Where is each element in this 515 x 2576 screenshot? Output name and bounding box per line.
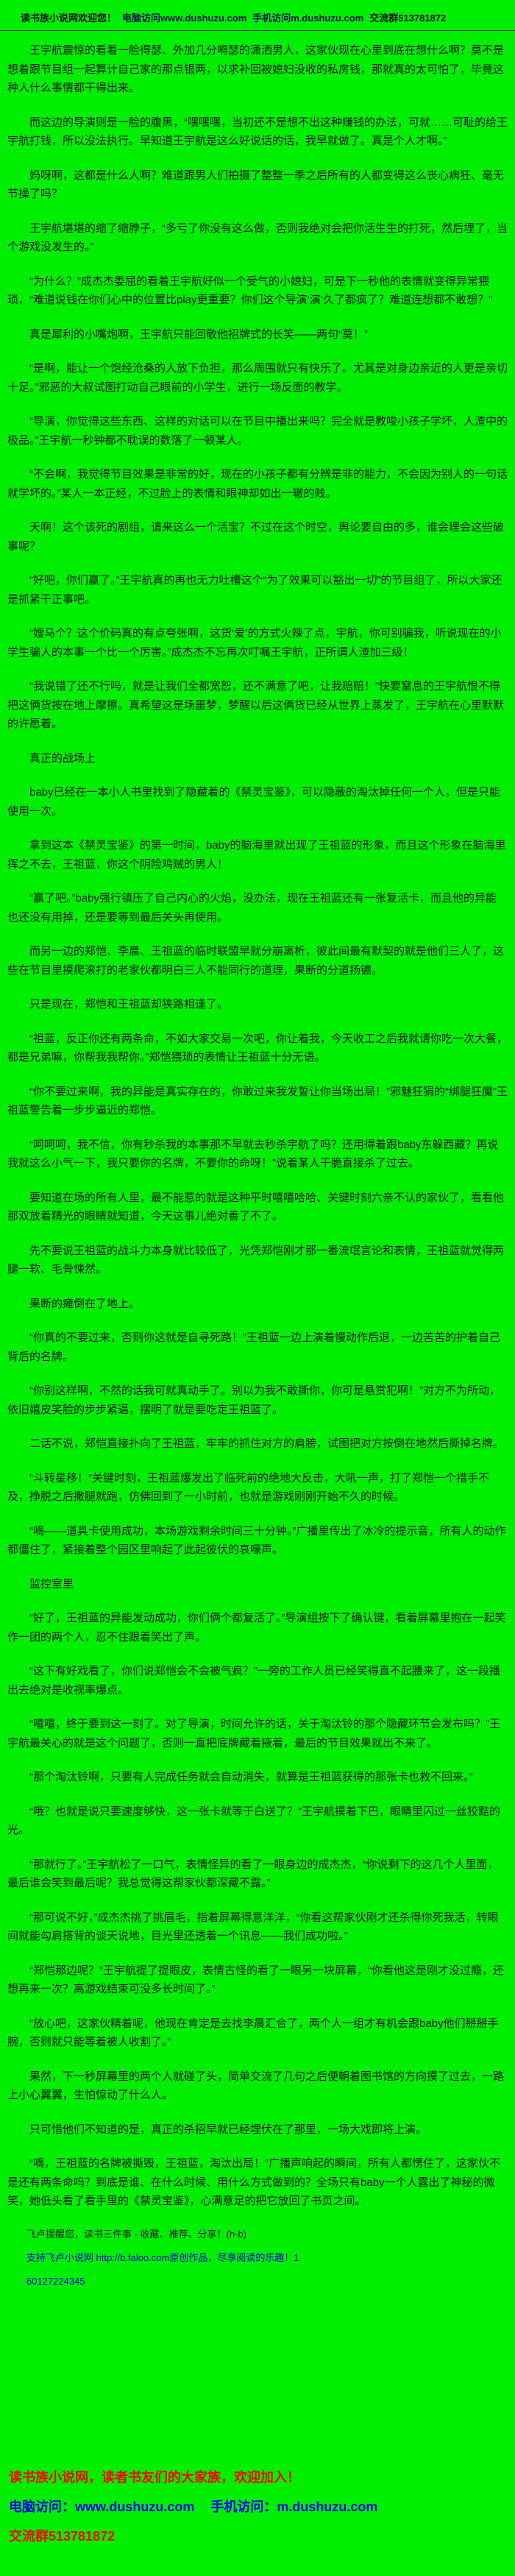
novel-paragraph: 王宇航堪堪的缩了缩脖子，“多亏了你没有这么做，否则我绝对会把你活生生的打死，然后… <box>7 222 508 254</box>
novel-paragraph: “好吧，你们赢了。”王宇航真的再也无力吐槽这个“为了效果可以豁出一切”的节目组了… <box>7 574 502 606</box>
novel-paragraph: “好了，王祖蓝的异能发动成功，你们俩个都复活了。”导演组按下了确认键，看着屏幕里… <box>7 1612 506 1643</box>
novel-paragraph: “放心吧，这家伙精着呢，他现在肯定是去找李晨汇合了，两个人一组才有机会跟baby… <box>7 2017 499 2049</box>
novel-paragraph: “祖蓝，反正你还有两条命，不如大家交易一次吧，你让着我，今天收工之后我就请你吃一… <box>7 1032 508 1064</box>
footer-links-line: 电脑访问：www.dushuzu.com 手机访问：m.dushuzu.com <box>9 2497 506 2516</box>
novel-paragraph: 拿到这本《禁灵宝鉴》的第一时间，baby的脑海里就出现了王祖蓝的形象，而且这个形… <box>7 839 506 871</box>
site-footer: 读书族小说网，读者书友们的大家族，欢迎加入！ 电脑访问：www.dushuzu.… <box>0 2467 515 2576</box>
novel-paragraph: “这下有好戏看了，你们说郑恺会不会被气疯？”一旁的工作人员已经笑得直不起腰来了，… <box>7 1665 500 1696</box>
pc-visit-link[interactable]: 电脑访问www.dushuzu.com <box>122 13 247 24</box>
footer-family-line: 读书族小说网，读者书友们的大家族，欢迎加入！ <box>9 2470 300 2485</box>
novel-paragraph: “嘻嘻，终于要到这一刻了。对了导演，时间允许的话，关于淘汰铃的那个隐藏环节会发布… <box>7 1718 500 1749</box>
novel-paragraph: “赢了吧。”baby强行镇压了自己内心的火焰，没办法，现在王祖蓝还有一张复活卡，… <box>7 892 497 924</box>
faloo-support-link[interactable]: 支持飞卢小说网 http://b.faloo.com原创作品，尽享阅读的乐趣！1 <box>26 2251 299 2263</box>
footer-qq-group: 交流群513781872 <box>9 2529 116 2544</box>
novel-paragraph: 果然，下一秒屏幕里的两个人就碰了头，简单交流了几句之后便朝着图书馆的方向摸了过去… <box>7 2070 505 2102</box>
footer-mobile-link[interactable]: 手机访问：m.dushuzu.com <box>210 2499 378 2514</box>
novel-paragraph: “不会啊，我觉得节目效果是非常的好，现在的小孩子都有分辨是非的能力，不会因为别人… <box>7 468 508 500</box>
novel-paragraph: “哦？也就是说只要速度够快，这一张卡就等于白送了？”王宇航摸着下巴，眼睛里闪过一… <box>7 1805 500 1837</box>
novel-paragraph: 先不要说王祖蓝的战斗力本身就比较低了，光凭郑恺刚才那一番流氓言论和表情，王祖蓝就… <box>7 1244 505 1276</box>
novel-paragraph: “导演，你觉得这些东西、这样的对话可以在节目中播出来吗？完全就是教唆小孩子学坏，… <box>7 415 508 447</box>
novel-paragraph: 只是现在，郑恺和王祖蓝却狭路相逢了。 <box>29 998 229 1011</box>
novel-paragraph: 真是犀利的小嘴炮啊，王宇航只能回敬他招牌式的长笑——两句“莫！” <box>29 328 368 341</box>
novel-paragraph: “嘀，王祖蓝的名牌被撕毁，王祖蓝，淘汰出局！”广播声响起的瞬间，所有人都愣住了，… <box>7 2157 500 2207</box>
novel-paragraph: “斗转星移！”关键时刻，王祖蓝爆发出了临死前的绝地大反击，大吼一声，打了郑恺一个… <box>7 1471 489 1504</box>
footer-pc-link[interactable]: 电脑访问：www.dushuzu.com <box>9 2499 195 2514</box>
novel-paragraph: “是啊，能让一个饱经沧桑的人放下负担，那么周围就只有快乐了。尤其是对身边亲近的人… <box>7 362 508 394</box>
novel-paragraph: 真正的战场上 <box>29 751 96 765</box>
novel-paragraph: “那就行了。”王宇航松了一口气，表情怪异的看了一眼身边的成杰杰，“你说剩下的这几… <box>7 1858 499 1890</box>
novel-paragraph: “为什么？”成杰杰委屈的看着王宇航好似一个受气的小媳妇，可是下一秒他的表情就变得… <box>7 275 493 307</box>
novel-paragraph: “你不要过来啊，我的异能是真实存在的，你敢过来我发誓让你当场出局！”邪魅狂狷的“… <box>7 1085 508 1117</box>
mobile-visit-link[interactable]: 手机访问m.dushuzu.com <box>252 13 364 24</box>
novel-paragraph: “你真的不要过来，否则你这就是自寻死路！”王祖蓝一边上演着慢动作后退，一边苦苦的… <box>7 1331 500 1363</box>
welcome-text: 读书族小说网欢迎您！ <box>21 13 117 24</box>
novel-paragraph: 二话不说，郑恺直接扑向了王祖蓝，牢牢的抓住对方的肩膀，试图把对方按倒在地然后撕掉… <box>29 1437 505 1450</box>
faloo-notice-block: 飞卢提醒您，读书三件事 - 收藏、推荐、分享！(h-b) 支持飞卢小说网 htt… <box>7 2226 508 2290</box>
novel-paragraph: 要知道在场的所有人里，最不能惹的就是这种平时嘻嘻哈哈、关键时刻六亲不认的家伙了，… <box>7 1191 505 1223</box>
novel-paragraph: “你别这样啊，不然的话我可就真动手了。别以为我不敢撕你，你可是悬赏犯啊！”对方不… <box>7 1384 500 1416</box>
novel-paragraph: 果断的瘫倒在了地上。 <box>29 1297 141 1310</box>
novel-paragraph: 只可惜他们不知道的是，真正的杀招早就已经埋伏在了那里，一场大戏即将上演。 <box>29 2123 427 2136</box>
novel-paragraph: 监控室里 <box>29 1577 74 1590</box>
faloo-chapter-code[interactable]: 60127224345 <box>26 2275 85 2287</box>
novel-paragraph: baby已经在一本小人书里找到了隐藏着的《禁灵宝鉴》，可以隐蔽的淘汰掉任何一个人… <box>7 786 501 818</box>
site-banner: 读书族小说网欢迎您！ 电脑访问www.dushuzu.com 手机访问m.dushu… <box>0 0 515 31</box>
novel-paragraph: “郑恺那边呢？”王宇航提了提眼皮，表情古怪的看了一眼另一块屏幕，“你看他这是刚才… <box>7 1964 504 1996</box>
novel-paragraph: “那个淘汰铃啊，只要有人完成任务就会自动消失，就算是王祖蓝获得的那张卡也救不回来… <box>29 1771 473 1783</box>
novel-paragraph: “我说错了还不行吗，就是让我们全都宽恕，还不满意了吧，让我赔赔！”快要窒息的王宇… <box>7 680 505 730</box>
qq-group-text: 交流群513781872 <box>369 13 447 24</box>
novel-paragraph: 而这边的导演则是一脸的腹黑，“嘿嘿嘿，当初还不是想不出这种赚钱的办法，可就……可… <box>7 116 508 148</box>
novel-paragraph: “嫂马个？这个价码真的有点夸张啊，这货‘爱’的方式火辣了点，宇航，你可别骗我，听… <box>7 627 502 659</box>
novel-paragraph: 天啊！这个该死的剧组，请来这么一个活宝？不过在这个时空，舆论要自由的多，谁会理会… <box>7 521 505 553</box>
novel-paragraph: “嘀——道具卡使用成功，本场游戏剩余时间三十分钟。”广播里传出了冰冷的提示音，所… <box>7 1524 506 1557</box>
faloo-reminder-text: 飞卢提醒您，读书三件事 - 收藏、推荐、分享！(h-b) <box>26 2228 247 2240</box>
novel-paragraph: 王宇航震惊的看着一脸得瑟、外加几分嘚瑟的潇洒男人，这家伙现在心里到底在想什么啊？… <box>7 44 505 94</box>
novel-paragraph: “那可说不好，”成杰杰挑了挑眉毛，指着屏幕得意洋洋，“你看这帮家伙刚才还杀得你死… <box>7 1911 499 1943</box>
novel-paragraph: 而另一边的郑恺、李晨、王祖蓝的临时联盟早就分崩离析，彼此间最有默契的就是他们三人… <box>7 945 505 977</box>
paragraph-list: 王宇航震惊的看着一脸得瑟、外加几分嘚瑟的潇洒男人，这家伙现在心里到底在想什么啊？… <box>7 41 508 2211</box>
chapter-content: 王宇航震惊的看着一脸得瑟、外加几分嘚瑟的潇洒男人，这家伙现在心里到底在想什么啊？… <box>0 31 515 2467</box>
novel-paragraph: 妈呀啊，这都是什么人啊？难道跟男人们拍摄了整整一季之后所有的人都变得这么丧心病狂… <box>7 169 505 201</box>
novel-paragraph: “呵呵呵，我不信，你有秒杀我的本事那不早就去秒杀宇航了吗？还用得着跟baby东躲… <box>7 1138 499 1170</box>
